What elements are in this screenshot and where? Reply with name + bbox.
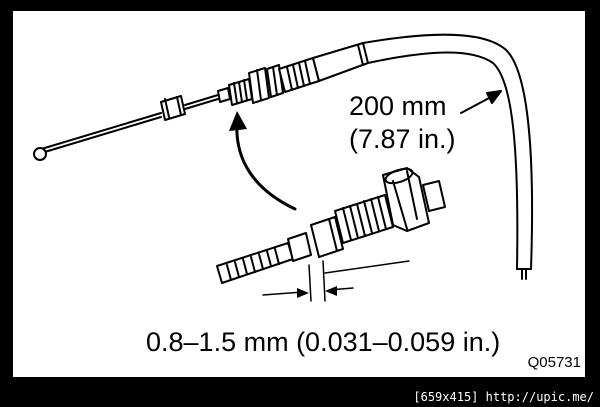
- detail-hex-nut: [382, 167, 430, 232]
- gap-clearance-label: 0.8–1.5 mm (0.031–0.059 in.): [146, 327, 501, 357]
- adjuster-body: [278, 57, 320, 93]
- detail-adjuster-sleeve: [310, 216, 344, 258]
- adjusting-nut: [266, 64, 284, 98]
- inner-cable-wire: [37, 112, 162, 155]
- length-label-in: (7.87 in.): [349, 124, 456, 154]
- cable-adjustment-illustration: [33, 33, 534, 302]
- detail-inner-wire: [216, 242, 294, 284]
- inner-sleeve: [217, 87, 231, 103]
- length-label-mm: 200 mm: [349, 91, 447, 121]
- detail-outer-housing: [422, 180, 446, 212]
- figure-code: Q05731: [527, 354, 581, 371]
- watermark-text: [659x415] http://upic.me/: [413, 390, 594, 404]
- gap-dimension-arrows: [297, 286, 337, 298]
- diagram-panel: 200 mm (7.87 in.) 0.8–1.5 mm (0.031–0.05…: [13, 11, 585, 377]
- lock-nut: [248, 67, 270, 104]
- detail-callout-arrow: [229, 111, 297, 211]
- detail-cable-stopper: [287, 232, 312, 262]
- gap-dimension-lines: [262, 260, 410, 302]
- cable-stopper: [160, 95, 186, 121]
- length-dimension-arrow: [460, 90, 502, 114]
- detail-adjuster-thread: [334, 194, 394, 244]
- cable-ball-end: [33, 147, 47, 161]
- outer-cable-housing: [312, 33, 534, 280]
- adjuster-thread: [228, 78, 253, 106]
- wire-segment: [184, 94, 219, 110]
